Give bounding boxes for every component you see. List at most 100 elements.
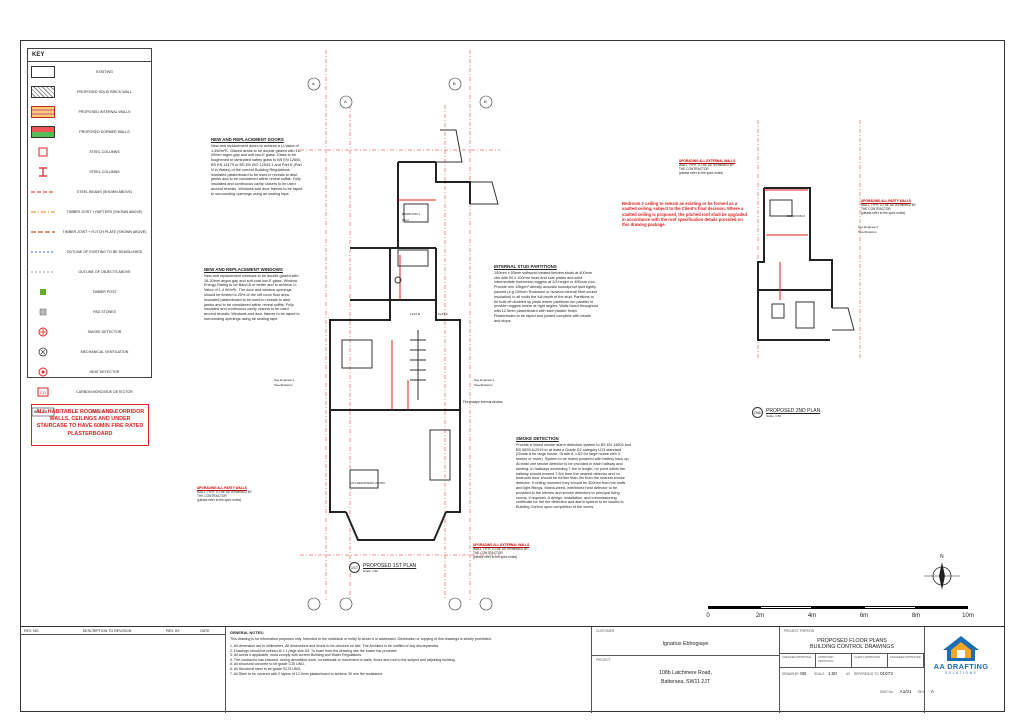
key-item-label: TIMBER POST	[92, 289, 117, 294]
section-markers	[307, 77, 493, 611]
key-item: CO CARBON MONOXIDE DETECTOR	[28, 382, 151, 402]
objects-above-outline	[31, 266, 55, 278]
key-item: OUTLINE OF EXISTING TO BE DEMOLISHED	[28, 242, 151, 262]
key-item-label: CARBON MONOXIDE DETECTOR	[76, 389, 133, 394]
second-floor-details	[769, 199, 855, 331]
plan-scale: Scale: 1:50	[363, 568, 379, 573]
key-item-label: PROPOSED INTERNAL WALLS	[78, 109, 131, 114]
first-floor-walls	[329, 161, 471, 541]
co-detector-symbol: CO	[31, 386, 55, 398]
key-item: STEEL BEAMS (SHOWN ABOVE)	[28, 182, 151, 202]
key-item-label: STEEL COLUMNS	[89, 149, 120, 154]
key-item-label: OUTLINE OF EXISTING TO BE DEMOLISHED	[66, 249, 143, 254]
note-stud-body: 100mm x 50mm softwood treated timbers st…	[494, 270, 598, 323]
steel-column-square	[31, 146, 55, 158]
plan-title: PROPOSED 2ND PLAN	[766, 407, 821, 414]
ventilation-symbol	[31, 346, 55, 358]
first-floor-details	[341, 129, 499, 489]
scale-tick-label: 10m	[962, 613, 974, 619]
red-note-line: THE CONTRACTOR	[679, 167, 709, 171]
key-item-label: SMOKE DETECTOR	[87, 329, 122, 334]
general-note-item: 2. Drawings should be printed at 1:1 pag…	[230, 648, 398, 653]
note-smoke-title: SMOKE DETECTION	[516, 436, 559, 441]
key-item: EXISTING	[28, 62, 151, 82]
drawn-by-value: SB	[800, 671, 807, 676]
general-note-item: 1. All dimension are in millimeters. All…	[230, 644, 440, 648]
internal-wall-swatch	[31, 106, 55, 118]
red-note-title: UPGRADING ALL PARTY WALLS	[861, 199, 911, 203]
customer-label: CUSTOMER	[596, 629, 615, 633]
engineer-spec-label: See Engineer's Specifications	[858, 225, 879, 234]
note-stud-title: INTERNAL STUD PARTITIONS	[494, 264, 557, 269]
section-letter: A	[312, 81, 315, 86]
heat-detector-symbol	[31, 366, 55, 378]
general-note-item: 4. The contractor has ensured, during de…	[230, 657, 456, 662]
drawn-by-label: DRAWN BY	[782, 671, 800, 676]
note-smoke-body: Provide a linked smoke alarm detection s…	[516, 442, 632, 510]
key-item: SMOKE DETECTOR	[28, 322, 151, 342]
boiler-symbol: BOILER	[31, 406, 55, 418]
key-item-label: PROPOSED SOLID BRICK WALL	[77, 89, 132, 94]
house-logo-icon	[943, 636, 979, 661]
note-windows-body: New and replacement windows to be double…	[204, 273, 300, 321]
key-item-label: EXISTING	[96, 69, 113, 74]
general-note-item: 3. All works if applicable, must comply …	[230, 653, 363, 658]
red-note-line: WALL TYPE TO BE DETERMINED BY	[861, 203, 917, 207]
sheet-size: A3	[846, 671, 850, 676]
red-note-external-walls-2: UPGRADING ALL EXTERNAL WALLS WALL TYPE T…	[679, 159, 759, 175]
general-note-item: 7. All Steel to be covered with 2 layers…	[230, 671, 384, 676]
hatched-wall-swatch	[31, 86, 55, 98]
plan-label-1st: 1ST PROPOSED 1ST PLAN Scale: 1:50	[349, 562, 416, 573]
key-item: BOILER BOILER + FLUE	[28, 402, 151, 422]
key-item-label: PROPOSED DORMER WALLS	[79, 129, 130, 134]
logo-sub: SOLUTIONS	[944, 671, 978, 675]
second-floor-new-walls	[764, 189, 808, 300]
note-smoke-detection: SMOKE DETECTION Provide a linked smoke a…	[516, 436, 632, 510]
key-item: OUTLINE OF OBJECTS ABOVE	[28, 262, 151, 282]
timber-post-square	[31, 286, 55, 298]
approval-cell: CHECKED PROPOSAL	[780, 654, 816, 667]
room-label-kitchen: KITCHEN/DINING ROOM	[350, 481, 385, 485]
revision-table: REV. NO. DESCRIPTION TO REVISION REV. BY…	[20, 627, 226, 713]
note-windows: NEW AND REPLACEMENT WINDOWS New and repl…	[204, 267, 300, 322]
steel-column-i	[31, 166, 55, 178]
plan-number-circle: 1ST	[349, 562, 360, 573]
key-item: STEEL COLUMNS	[28, 142, 151, 162]
key-item: PROPOSED DORMER WALLS	[28, 122, 151, 142]
key-title: KEY	[28, 49, 151, 62]
pad-stone-square	[31, 306, 55, 318]
key-item: TIMBER JOIST + FLITCH PLATE (SHOWN ABOVE…	[28, 222, 151, 242]
portion-label: PROJECT PORTION	[784, 629, 815, 633]
note-stud-partitions: INTERNAL STUD PARTITIONS 100mm x 50mm so…	[494, 264, 598, 324]
first-floor-new-walls	[391, 199, 436, 410]
project-label: PROJECT	[592, 655, 779, 664]
red-note-line: THE CONTRACTOR	[473, 551, 503, 555]
key-item-label: STEEL COLUMNS	[89, 169, 120, 174]
red-note-party-walls-2: UPGRADING ALL PARTY WALLS WALL TYPE TO B…	[861, 199, 941, 215]
general-note-item: 5. All structural concrete to be grade C…	[230, 662, 306, 667]
address-line-1: 108b Latchmere Road,	[659, 670, 712, 676]
scale-tick-label: 8m	[911, 613, 921, 619]
key-item-label: STEEL BEAMS (SHOWN ABOVE)	[76, 189, 133, 194]
note-windows-title: NEW AND REPLACEMENT WINDOWS	[204, 267, 283, 272]
scale-tick-label: 4m	[807, 613, 817, 619]
customer-name: Ignatius Ebhogiaye	[662, 641, 709, 647]
ref-label: REFERENCE TO	[854, 671, 879, 676]
approval-cell: CLIENT APPROVED	[852, 654, 888, 667]
key-legend: KEY EXISTING PROPOSED SOLID BRICK WALL PRO…	[27, 48, 152, 417]
second-floor-walls	[757, 187, 833, 341]
portion-line-1: PROPOSED FLOOR PLANS	[817, 638, 887, 644]
red-note-line: THE CONTRACTOR	[861, 207, 891, 211]
scale-tick-label: 2m	[755, 613, 765, 619]
drawing-meta-row: DRAWN BY SB SCALE 1:50 A3 REFERENCE TO 0…	[780, 667, 924, 679]
rev-no-header: REV. NO.	[24, 628, 40, 633]
plan-label-2nd: 2ND PROPOSED 2ND PLAN Scale: 1:50	[752, 407, 820, 418]
key-item-label: BOILER + FLUE	[91, 409, 118, 414]
dwg-label: DWG No.	[880, 689, 894, 694]
red-note-title: UPGRADING ALL EXTERNAL WALLS	[473, 543, 530, 547]
rev-by-header: REV. BY	[166, 628, 180, 633]
key-item: PAD STONES	[28, 302, 151, 322]
customer-project-cell: CUSTOMER Ignatius Ebhogiaye PROJECT 108b…	[592, 627, 780, 713]
timber-joist-line	[31, 206, 55, 218]
